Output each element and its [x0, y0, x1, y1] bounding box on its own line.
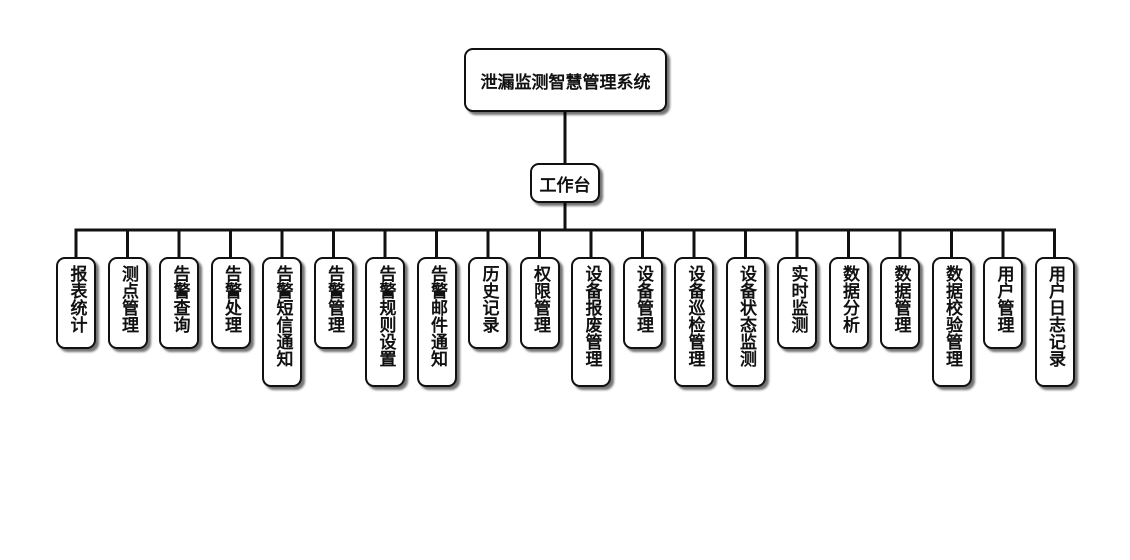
module-node-label: 告警邮件通知: [427, 265, 447, 367]
module-node-label: 设备状态监测: [736, 265, 756, 367]
module-node: 设备管理: [622, 257, 663, 349]
module-node: 测点管理: [107, 257, 148, 349]
module-node-label: 设备报废管理: [581, 265, 602, 367]
module-node-label: 实时监测: [787, 265, 808, 333]
module-node: 设备巡检管理: [674, 257, 714, 387]
module-node-label: 设备管理: [633, 265, 653, 333]
module-node-label: 用户日志记录: [1045, 265, 1065, 367]
module-node: 告警查询: [159, 257, 199, 349]
module-node: 告警规则设置: [365, 257, 405, 387]
module-node-label: 告警管理: [324, 265, 344, 333]
workbench-node-label: 工作台: [539, 175, 591, 196]
module-node-label: 数据校验管理: [942, 265, 962, 367]
module-node: 数据分析: [828, 257, 869, 349]
module-node: 告警处理: [210, 257, 251, 349]
module-node-label: 数据管理: [890, 265, 911, 333]
module-node: 数据管理: [880, 257, 920, 349]
module-node: 设备状态监测: [725, 257, 766, 387]
module-node: 实时监测: [777, 257, 817, 349]
module-node-label: 告警查询: [169, 265, 190, 333]
module-node-label: 告警短信通知: [272, 265, 293, 367]
module-node-label: 权限管理: [530, 265, 550, 333]
module-node: 报表统计: [56, 257, 96, 349]
module-bus: [74, 228, 1056, 257]
root-node-label: 泄漏监测智慧管理系统: [480, 72, 651, 93]
module-node-label: 告警处理: [221, 265, 241, 333]
module-node-label: 历史记录: [478, 265, 499, 333]
module-node: 用户管理: [983, 257, 1023, 349]
module-node: 告警邮件通知: [416, 257, 457, 387]
module-node: 权限管理: [519, 257, 560, 349]
module-node-label: 测点管理: [118, 265, 138, 333]
module-node: 数据校验管理: [931, 257, 972, 387]
module-node: 告警管理: [313, 257, 354, 349]
module-node: 设备报废管理: [571, 257, 611, 387]
module-node-label: 数据分析: [839, 265, 859, 333]
module-node: 用户日志记录: [1034, 257, 1075, 387]
root-node: 泄漏监测智慧管理系统: [464, 48, 667, 112]
module-node-label: 告警规则设置: [375, 265, 396, 367]
module-node: 告警短信通知: [262, 257, 302, 387]
module-node-label: 用户管理: [993, 265, 1014, 333]
module-node-label: 报表统计: [66, 265, 87, 333]
workbench-node: 工作台: [530, 163, 600, 203]
module-node-label: 设备巡检管理: [684, 265, 705, 367]
module-node: 历史记录: [468, 257, 508, 349]
